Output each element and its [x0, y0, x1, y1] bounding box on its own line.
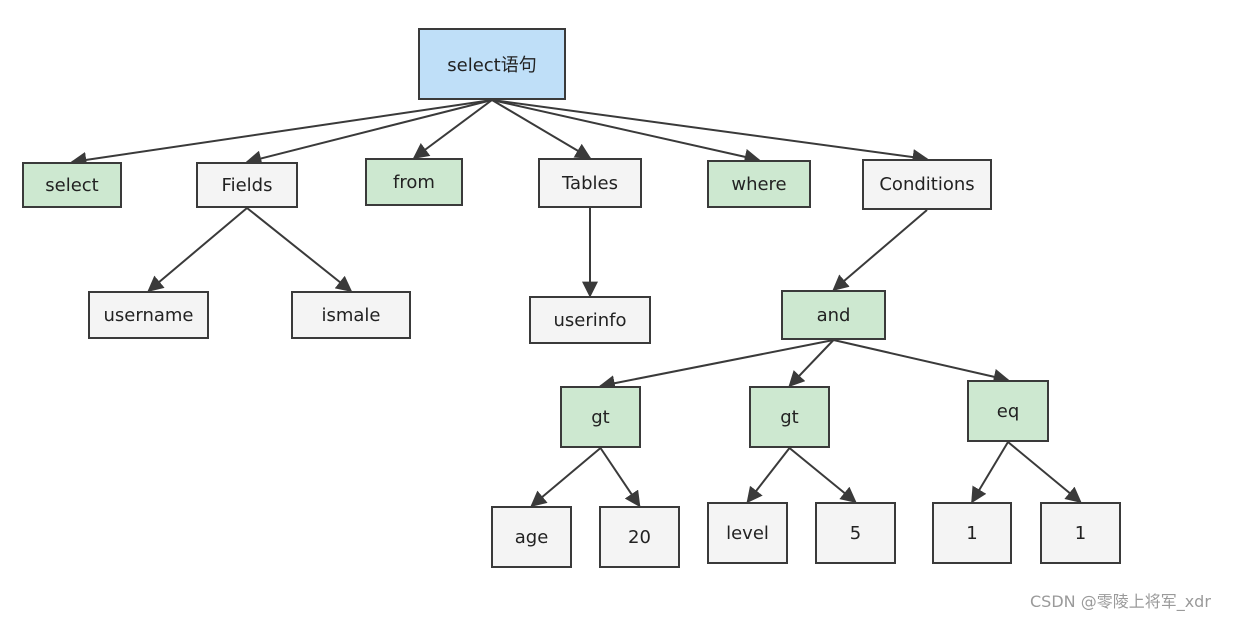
edge-root-to-conditions	[491, 99, 929, 165]
value-1-node: 1	[1040, 502, 1121, 564]
value-1-node: 1	[932, 502, 1012, 564]
userinfo-node: userinfo	[529, 296, 651, 344]
edge-and_op-to-gt1	[598, 339, 834, 392]
eq-operator-node: eq	[967, 380, 1049, 442]
where-keyword-node: where	[707, 160, 811, 208]
edge-fields-to-ismale	[246, 207, 353, 292]
select-keyword-node: select	[22, 162, 122, 208]
edge-root-to-fields	[245, 99, 493, 167]
gt-operator-node: gt	[560, 386, 641, 448]
edge-gt2-to-v5	[788, 447, 857, 504]
gt-operator-node: gt	[749, 386, 830, 448]
edge-fields-to-username	[147, 207, 248, 293]
edge-root-to-tables	[491, 99, 592, 159]
level-node: level	[707, 502, 788, 564]
edge-eq_op-to-one_b	[1007, 441, 1082, 504]
fields-node: Fields	[196, 162, 298, 208]
edge-root-to-from_kw	[412, 99, 493, 159]
edge-conditions-to-and_op	[832, 209, 928, 292]
value-5-node: 5	[815, 502, 896, 564]
tables-node: Tables	[538, 158, 642, 208]
value-20-node: 20	[599, 506, 680, 568]
watermark: CSDN @零陵上将军_xdr	[1030, 592, 1211, 611]
username-node: username	[88, 291, 209, 339]
age-node: age	[491, 506, 572, 568]
edge-and_op-to-gt2	[788, 339, 835, 388]
edge-gt1-to-v20	[599, 447, 641, 508]
ismale-node: ismale	[291, 291, 411, 339]
edge-gt1-to-age	[530, 447, 602, 508]
edge-root-to-select_kw	[70, 99, 493, 168]
from-keyword-node: from	[365, 158, 463, 206]
edge-root-to-where_kw	[491, 99, 761, 165]
edge-eq_op-to-one_a	[971, 441, 1009, 504]
root-node: select语句	[418, 28, 566, 100]
edge-gt2-to-level	[746, 447, 791, 504]
and-operator-node: and	[781, 290, 886, 340]
edge-and_op-to-eq_op	[833, 339, 1010, 385]
conditions-node: Conditions	[862, 159, 992, 210]
